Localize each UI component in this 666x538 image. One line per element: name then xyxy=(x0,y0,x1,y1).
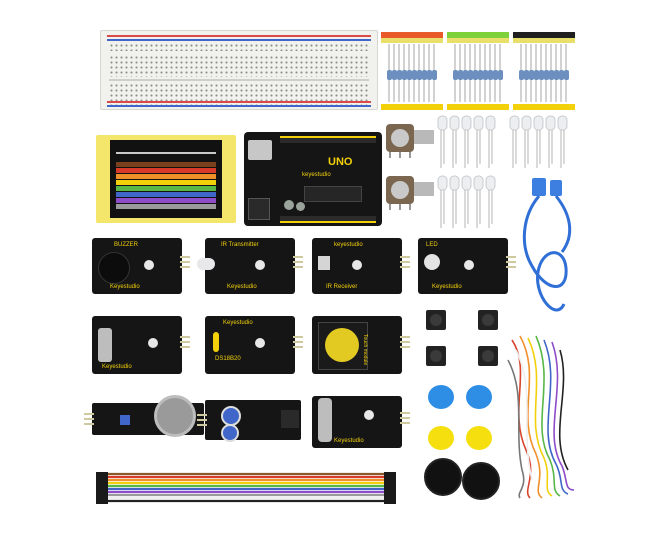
pin-header xyxy=(197,414,207,429)
buzzer-icon xyxy=(424,458,462,496)
capacitor xyxy=(284,200,294,210)
resistor-color-chart xyxy=(110,140,222,218)
trimmer-potentiometer xyxy=(221,406,241,426)
pin-header xyxy=(400,256,410,271)
breadboard-holes xyxy=(109,83,369,105)
mounting-hole xyxy=(364,410,374,420)
module-brand: keyestudio xyxy=(334,242,363,248)
mounting-hole xyxy=(144,260,154,270)
ir-led-icon xyxy=(197,258,215,270)
resistor-pack-icon xyxy=(387,44,437,102)
module-label: BUZZER xyxy=(114,242,138,248)
module-label: DS18B20 xyxy=(215,356,241,362)
ribbon-cable-icon xyxy=(96,472,396,504)
touch-pad-icon xyxy=(325,328,359,362)
ir-receiver-icon xyxy=(318,256,330,270)
resistor-pack xyxy=(447,32,509,110)
potentiometer-icon xyxy=(386,176,434,210)
thermometer-icon xyxy=(213,332,219,352)
usb-port xyxy=(248,140,272,160)
module-label: IR Receiver xyxy=(326,284,358,290)
module-brand: Keyestudio xyxy=(334,438,364,444)
mounting-hole xyxy=(352,260,362,270)
resistor-color-card xyxy=(96,135,236,223)
microcontroller-chip xyxy=(304,186,362,202)
ir-receiver-module: keyestudio IR Receiver xyxy=(312,238,410,294)
button-cap-icon xyxy=(466,426,492,450)
breadboard-holes xyxy=(109,55,369,77)
breadboard xyxy=(100,30,378,110)
jumper-wires-icon xyxy=(507,335,575,499)
header-pins-top xyxy=(280,136,376,143)
module-brand: Keyestudio xyxy=(432,284,462,290)
button-cap-icon xyxy=(428,385,454,409)
mounting-hole xyxy=(148,338,158,348)
pin-header xyxy=(400,412,410,427)
breadboard-holes xyxy=(109,43,369,51)
button-cap-icon xyxy=(466,385,492,409)
pin-header xyxy=(400,336,410,351)
breadboard-divider xyxy=(109,79,369,81)
tactile-button-icon xyxy=(426,310,498,366)
resistor-pack-icon xyxy=(453,44,503,102)
breadboard-rail-red xyxy=(107,101,371,103)
usb-cable-icon xyxy=(522,178,572,312)
module-label: Touch module xyxy=(362,334,368,366)
led-cluster-icon xyxy=(509,115,568,168)
module-label: LED xyxy=(426,242,438,248)
capacitor xyxy=(296,202,305,211)
module-brand: Keyestudio xyxy=(110,284,140,290)
buzzer-icon xyxy=(98,252,130,284)
arduino-uno-board: UNO keyestudio xyxy=(244,132,382,226)
board-label: UNO xyxy=(328,156,353,168)
button-cap-icon xyxy=(428,426,454,450)
mounting-hole xyxy=(464,260,474,270)
potentiometer-icon xyxy=(386,124,434,158)
resistor-pack xyxy=(381,32,443,110)
power-jack xyxy=(248,198,270,220)
gas-sensor-module xyxy=(84,395,204,437)
breadboard-rail-blue xyxy=(107,39,371,41)
resistor-pack-icon xyxy=(519,44,569,102)
ir-transmitter-module: IR Transmitter Keyestudio xyxy=(197,238,303,294)
pin-header xyxy=(180,336,190,351)
led-cluster-icon xyxy=(437,175,496,228)
pin-header xyxy=(293,336,303,351)
ir-sensor-icon xyxy=(281,410,299,428)
buzzer-module: BUZZER Keyestudio xyxy=(92,238,190,294)
module-brand: Keyestudio xyxy=(227,284,257,290)
module-label: IR Transmitter xyxy=(221,242,259,248)
ds18b20-module: Keyestudio DS18B20 xyxy=(205,316,303,374)
tilt-module: Keyestudio xyxy=(92,316,190,374)
pin-header xyxy=(84,413,94,428)
pin-header xyxy=(506,256,516,271)
flame-sensor-icon xyxy=(318,398,332,442)
header-pins-bottom xyxy=(280,216,376,223)
led-cluster-icon xyxy=(437,115,496,168)
touch-module: Touch module xyxy=(312,316,410,374)
pin-header xyxy=(293,256,303,271)
obstacle-sensor-module xyxy=(197,400,301,442)
module-brand: Keyestudio xyxy=(102,364,132,370)
mounting-hole xyxy=(255,260,265,270)
tilt-switch-icon xyxy=(98,328,112,362)
board-brand: keyestudio xyxy=(302,172,331,178)
buzzer-icon xyxy=(462,462,500,500)
led-module: LED Keyestudio xyxy=(418,238,516,294)
breadboard-rail-blue xyxy=(107,105,371,107)
trimmer-potentiometer xyxy=(120,415,130,425)
resistor-pack xyxy=(513,32,575,110)
trimmer-potentiometer xyxy=(221,424,239,442)
breadboard-rail-red xyxy=(107,35,371,37)
flame-sensor-module: Keyestudio xyxy=(312,396,410,448)
module-brand: Keyestudio xyxy=(223,320,253,326)
mounting-hole xyxy=(255,338,265,348)
gas-sensor-icon xyxy=(154,395,196,437)
led-icon xyxy=(424,254,440,270)
pin-header xyxy=(180,256,190,271)
